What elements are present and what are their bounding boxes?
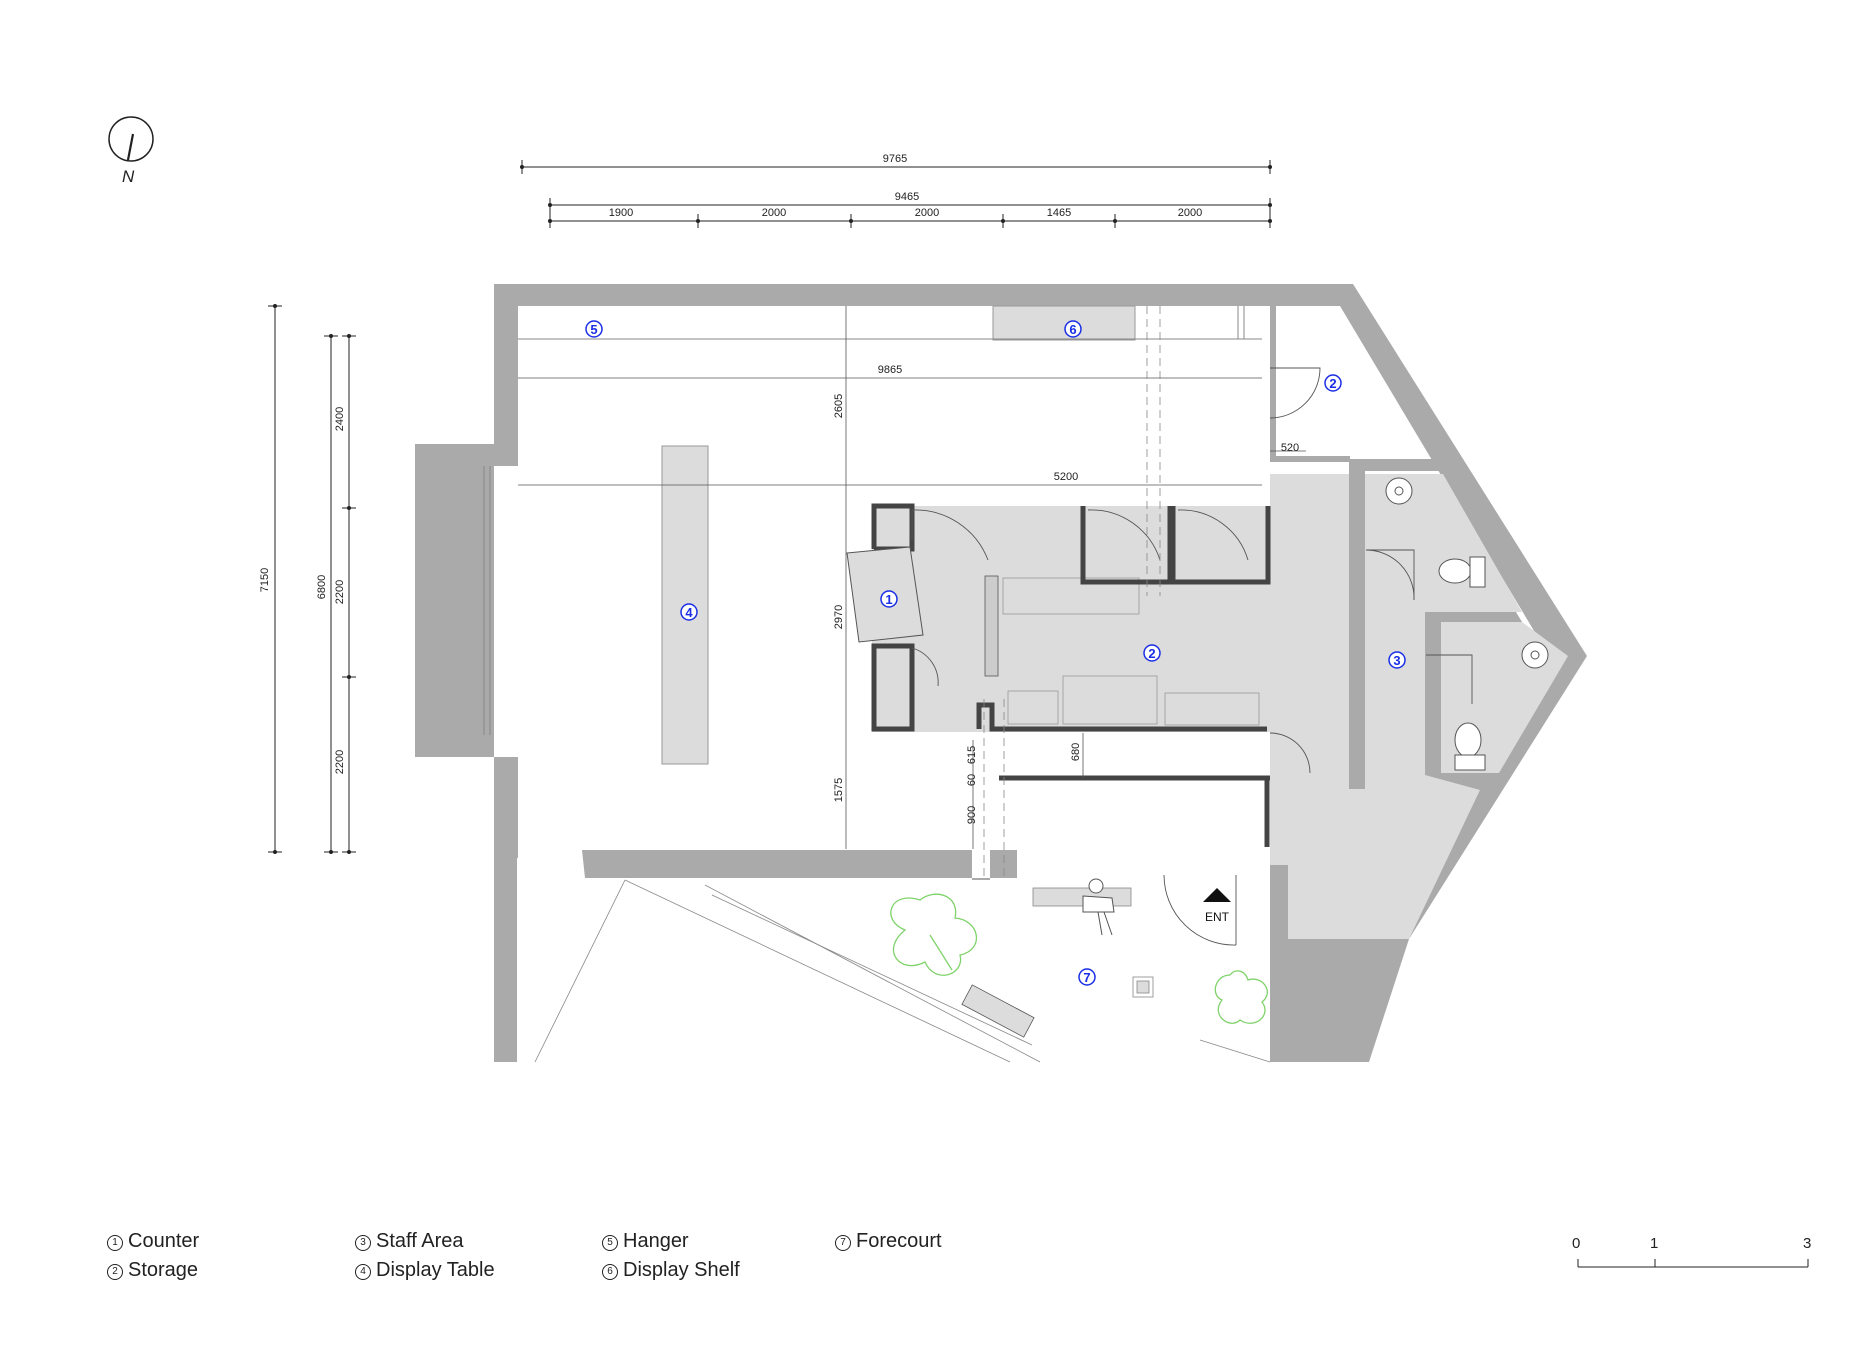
dim-1575: 1575: [833, 778, 845, 802]
legend-num: 2: [107, 1264, 123, 1280]
tag-forecourt: 7: [1083, 970, 1090, 985]
north-circle: [108, 116, 154, 162]
dim-top-seg-2: 2000: [762, 207, 786, 219]
dim-top-seg-3: 2000: [915, 207, 939, 219]
interior-dimension-lines: [518, 306, 1306, 849]
scale-label-1: 1: [1650, 1235, 1659, 1252]
dim-top-inner: 9465: [895, 191, 919, 203]
legend-num: 5: [602, 1235, 618, 1251]
tag-display-shelf: 6: [1069, 322, 1076, 337]
dim-9865: 9865: [878, 364, 902, 376]
legend-label: Display Shelf: [623, 1259, 740, 1281]
tag-counter: 1: [885, 592, 892, 607]
legend-label: Hanger: [623, 1230, 689, 1252]
dim-615: 615: [966, 746, 978, 764]
door-swings: [911, 367, 1473, 946]
dim-top-seg-5: 2000: [1178, 207, 1202, 219]
person-figure: [1082, 878, 1115, 936]
dim-2605: 2605: [833, 394, 845, 418]
tag-staff-area: 3: [1393, 653, 1400, 668]
legend-label: Forecourt: [856, 1230, 942, 1252]
tag-storage-a: 2: [1329, 376, 1336, 391]
legend-item-hanger: 5 Hanger: [602, 1230, 689, 1253]
dim-520: 520: [1281, 442, 1299, 454]
scale-bar: [1577, 1259, 1809, 1268]
dim-2970: 2970: [833, 605, 845, 629]
legend-item-display-table: 4 Display Table: [355, 1259, 495, 1282]
legend-item-forecourt: 7 Forecourt: [835, 1230, 942, 1253]
legend-num: 1: [107, 1235, 123, 1251]
dim-left-inner: 6800: [316, 575, 328, 599]
legend-item-staff-area: 3 Staff Area: [355, 1230, 463, 1253]
legend-num: 3: [355, 1235, 371, 1251]
tag-display-table: 4: [685, 605, 693, 620]
room-tags: 1 2 2 3 4 5 6 7: [585, 320, 1406, 986]
north-arrow: N: [108, 116, 154, 186]
dim-left-seg-2: 2200: [334, 580, 346, 604]
dim-top-seg-4: 1465: [1047, 207, 1071, 219]
entrance-label: ENT: [1205, 910, 1230, 924]
dim-left-seg-1: 2400: [334, 407, 346, 431]
legend-label: Storage: [128, 1259, 199, 1281]
legend-num: 4: [355, 1264, 371, 1280]
dim-left-seg-3: 2200: [334, 750, 346, 774]
north-needle: [126, 133, 135, 161]
bench: [961, 984, 1035, 1038]
legend-item-storage: 2 Storage: [107, 1259, 198, 1282]
forecourt: [534, 879, 1271, 1063]
scale-label-3: 3: [1803, 1235, 1812, 1252]
display-shelf: [992, 305, 1136, 341]
floor-zones: [872, 474, 1568, 939]
legend-num: 6: [602, 1264, 618, 1280]
scale-label-0: 0: [1572, 1235, 1581, 1252]
west-window: [483, 466, 491, 735]
dim-top-seg-1: 1900: [609, 207, 633, 219]
top-dimensions: [521, 160, 1271, 228]
trees: [890, 893, 1268, 1024]
north-label: N: [122, 167, 135, 186]
legend-label: Display Table: [376, 1259, 495, 1281]
legend-item-counter: 1 Counter: [107, 1230, 199, 1253]
legend-label: Counter: [128, 1230, 200, 1252]
tag-hanger: 5: [590, 322, 597, 337]
dim-5200: 5200: [1054, 471, 1078, 483]
entrance-marker: ENT: [1203, 888, 1231, 924]
dim-left-total: 7150: [259, 568, 271, 592]
dim-60: 60: [966, 774, 978, 786]
legend-num: 7: [835, 1235, 851, 1251]
staff-fixtures: [1385, 477, 1549, 771]
dim-900: 900: [966, 806, 978, 824]
legend-item-display-shelf: 6 Display Shelf: [602, 1259, 740, 1282]
dashed-guides: [983, 306, 1161, 878]
dim-680: 680: [1070, 743, 1082, 761]
tag-storage-b: 2: [1148, 646, 1155, 661]
legend-label: Staff Area: [376, 1230, 464, 1252]
dim-top-total: 9765: [883, 153, 907, 165]
hanger: [518, 306, 1262, 340]
